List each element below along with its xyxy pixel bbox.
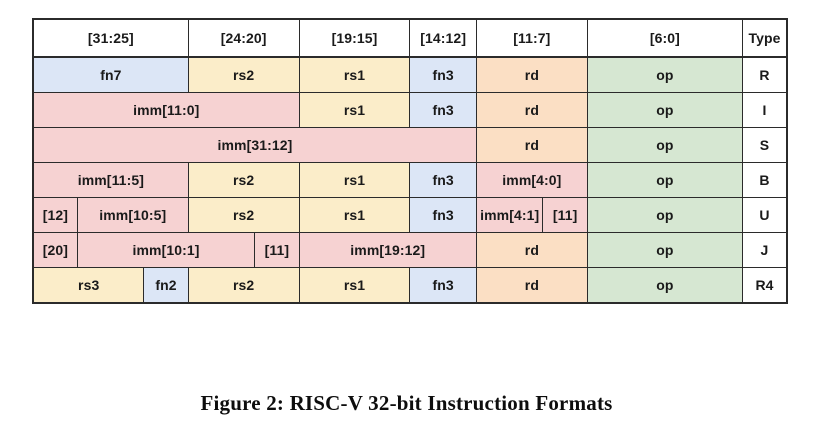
- instruction-field-cell: fn3: [409, 267, 477, 304]
- instruction-field-cell: rs1: [298, 197, 411, 233]
- instruction-field-cell: imm[4:1]: [475, 197, 544, 233]
- format-type-label: R: [742, 56, 788, 93]
- instruction-field-cell: fn3: [409, 162, 477, 198]
- bit-range-header: [14:12]: [409, 18, 477, 58]
- format-type-label: U: [742, 197, 788, 233]
- instruction-field-cell: rs2: [187, 197, 300, 233]
- instruction-field-cell: rs2: [187, 267, 300, 304]
- instruction-field-cell: rs1: [298, 162, 411, 198]
- instruction-field-cell: fn3: [409, 56, 477, 93]
- instruction-field-cell: op: [586, 162, 744, 198]
- instruction-field-cell: op: [586, 232, 744, 268]
- bit-range-header: [24:20]: [187, 18, 300, 58]
- instruction-field-cell: op: [586, 267, 744, 304]
- instruction-field-cell: rd: [475, 92, 588, 128]
- instruction-field-cell: [12]: [32, 197, 78, 233]
- figure-caption: Figure 2: RISC-V 32-bit Instruction Form…: [200, 391, 613, 415]
- instruction-field-cell: imm[10:1]: [76, 232, 256, 268]
- instruction-field-cell: rd: [475, 267, 588, 304]
- instruction-field-cell: rs2: [187, 56, 300, 93]
- instruction-field-cell: fn7: [32, 56, 189, 93]
- instruction-field-cell: op: [586, 56, 744, 93]
- bit-range-header: Type: [742, 18, 788, 58]
- instruction-format-table: [31:25][24:20][19:15][14:12][11:7][6:0]T…: [32, 18, 788, 304]
- format-type-label: I: [742, 92, 788, 128]
- instruction-field-cell: op: [586, 127, 744, 163]
- format-type-label: B: [742, 162, 788, 198]
- instruction-field-cell: imm[4:0]: [475, 162, 588, 198]
- instruction-field-cell: fn2: [143, 267, 189, 304]
- bit-range-header: [6:0]: [586, 18, 744, 58]
- format-type-label: J: [742, 232, 788, 268]
- instruction-field-cell: imm[11:5]: [32, 162, 189, 198]
- instruction-format-figure: [31:25][24:20][19:15][14:12][11:7][6:0]T…: [32, 18, 788, 304]
- instruction-field-cell: rs1: [298, 92, 411, 128]
- instruction-field-cell: imm[31:12]: [32, 127, 477, 163]
- instruction-field-cell: [11]: [542, 197, 588, 233]
- instruction-field-cell: rs1: [298, 267, 411, 304]
- instruction-field-cell: imm[11:0]: [32, 92, 300, 128]
- instruction-field-cell: rd: [475, 56, 588, 93]
- bit-range-header: [19:15]: [298, 18, 411, 58]
- table-header-row: [31:25][24:20][19:15][14:12][11:7][6:0]T…: [32, 18, 788, 58]
- instruction-field-cell: [20]: [32, 232, 78, 268]
- bit-range-header: [11:7]: [475, 18, 588, 58]
- instruction-field-cell: imm[10:5]: [76, 197, 189, 233]
- instruction-field-cell: op: [586, 92, 744, 128]
- format-type-label: R4: [742, 267, 788, 304]
- instruction-field-cell: fn3: [409, 197, 477, 233]
- instruction-field-cell: [11]: [254, 232, 300, 268]
- instruction-field-cell: rs3: [32, 267, 145, 304]
- format-type-label: S: [742, 127, 788, 163]
- instruction-field-cell: rd: [475, 232, 588, 268]
- instruction-field-cell: rd: [475, 127, 588, 163]
- instruction-field-cell: imm[19:12]: [298, 232, 477, 268]
- instruction-field-cell: rs1: [298, 56, 411, 93]
- instruction-field-cell: rs2: [187, 162, 300, 198]
- instruction-field-cell: fn3: [409, 92, 477, 128]
- instruction-field-cell: op: [586, 197, 744, 233]
- bit-range-header: [31:25]: [32, 18, 189, 58]
